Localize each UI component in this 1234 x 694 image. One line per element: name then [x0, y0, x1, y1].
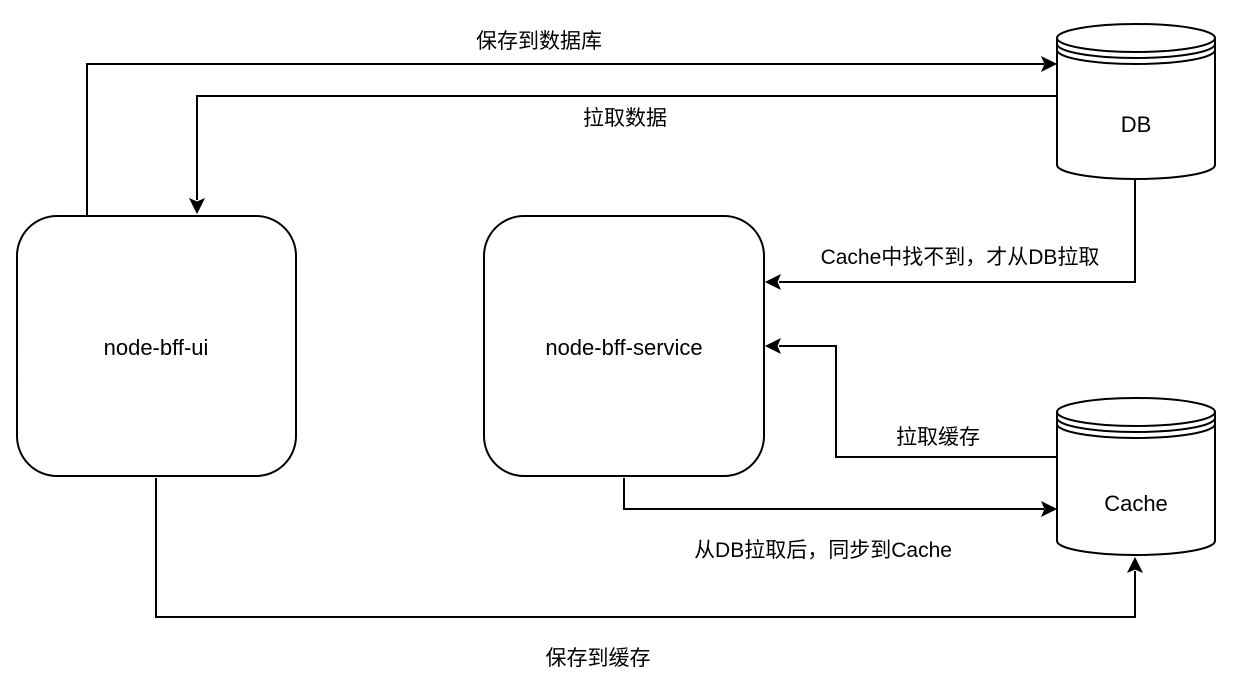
- cache-label: Cache: [1104, 491, 1168, 516]
- arrowhead: [764, 337, 781, 355]
- arrowhead: [1126, 556, 1144, 573]
- arrowhead: [188, 198, 206, 215]
- edge-label-fetch-cache: 拉取缓存: [896, 426, 980, 449]
- node-bff-service-box: node-bff-service: [483, 215, 765, 477]
- arrowhead: [764, 273, 781, 291]
- db-cylinder: DB: [1056, 23, 1216, 180]
- node-bff-ui-box: node-bff-ui: [16, 215, 297, 477]
- db-label: DB: [1121, 112, 1152, 137]
- edge-db-to-service: [764, 178, 1136, 291]
- edge-label-db-fallback: Cache中找不到，才从DB拉取: [821, 246, 1100, 269]
- arrowhead: [1041, 500, 1058, 518]
- edge-ui-to-cache: [155, 478, 1144, 618]
- edge-db-to-ui: [188, 95, 1057, 215]
- node-bff-ui-label: node-bff-ui: [104, 335, 209, 360]
- cache-cylinder: Cache: [1056, 397, 1216, 556]
- arrowhead: [1041, 55, 1058, 73]
- node-bff-service-label: node-bff-service: [545, 335, 702, 360]
- edge-label-save-to-cache: 保存到缓存: [546, 647, 651, 670]
- edge-ui-to-db: [86, 55, 1058, 215]
- edge-label-sync-to-cache: 从DB拉取后，同步到Cache: [694, 539, 952, 562]
- edge-label-save-to-db: 保存到数据库: [476, 30, 602, 53]
- edge-service-to-cache: [623, 478, 1058, 518]
- edge-cache-to-service: [764, 337, 1057, 458]
- edge-label-fetch-data: 拉取数据: [583, 107, 667, 130]
